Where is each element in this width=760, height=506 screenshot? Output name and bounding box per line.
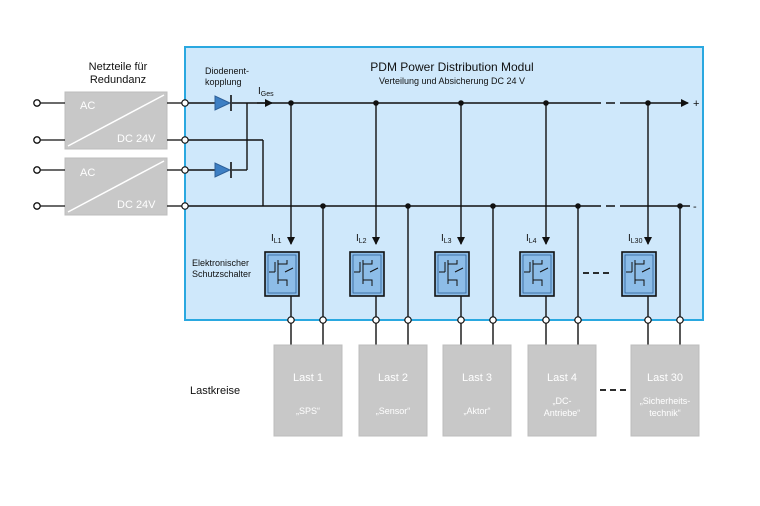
channel-1: IL1 [264, 100, 327, 345]
load-description: „Aktor“ [464, 406, 491, 416]
load-name: Last 2 [378, 372, 408, 384]
load-box [442, 344, 512, 437]
return-terminal [489, 316, 497, 324]
channel-current-label: IL4 [526, 233, 537, 245]
channel-2: IL2 [349, 100, 412, 345]
breaker-inner-frame [352, 254, 382, 294]
channel-3: IL3 [434, 100, 497, 345]
transistor-symbol [626, 260, 651, 286]
load-description: „Sicherheits- [640, 396, 691, 406]
power-supply-1: AC DC 24V [64, 91, 168, 150]
module-input-terminals [181, 99, 189, 210]
channel-5: IL30 [621, 100, 684, 345]
load-3: Last 3 „Aktor“ [442, 344, 512, 437]
diode-label-line1: Diodenent- [205, 66, 249, 76]
psu2-ac-label: AC [80, 167, 95, 179]
decoupling-diode-1 [214, 95, 232, 111]
load-name: Last 30 [647, 372, 683, 384]
minus-rail-symbol: - [693, 201, 697, 213]
breaker-label-line1: Elektronischer [192, 258, 249, 268]
electronic-breaker [434, 251, 470, 297]
return-terminal [319, 316, 327, 324]
channel-current-label: IL2 [356, 233, 367, 245]
psu1-dc-label: DC 24V [117, 133, 156, 145]
loads-section-label: Lastkreise [190, 385, 240, 397]
diode-label-line2: kopplung [205, 77, 242, 87]
output-terminal [644, 316, 652, 324]
electronic-breaker [519, 251, 555, 297]
load-description: „Sensor“ [376, 406, 411, 416]
load-2: Last 2 „Sensor“ [358, 344, 428, 437]
load-5: Last 30 „Sicherheits-technik“ [630, 344, 700, 437]
load-box [630, 344, 700, 437]
load-name: Last 3 [462, 372, 492, 384]
power-supply-2: AC DC 24V [64, 157, 168, 216]
psu-title-line1: Netzteile für [89, 61, 148, 73]
load-box [527, 344, 597, 437]
breaker-inner-frame [267, 254, 297, 294]
channel-current-label: IL30 [628, 233, 643, 245]
transistor-symbol [524, 260, 549, 286]
output-terminal [372, 316, 380, 324]
electronic-breaker [264, 251, 300, 297]
load-description-line2: Antriebe“ [544, 408, 581, 418]
return-terminal [574, 316, 582, 324]
transistor-symbol [354, 260, 379, 286]
load-4: Last 4 „DC- Antriebe“ [527, 344, 597, 437]
load-name: Last 1 [293, 372, 323, 384]
psu1-ac-label: AC [80, 100, 95, 112]
breaker-label-line2: Schutzschalter [192, 269, 251, 279]
load-circuits: Last 1„SPS“Last 2„Sensor“Last 3„Aktor“La… [273, 344, 700, 437]
plus-rail-symbol: + [693, 98, 699, 110]
channel-current-label: IL3 [441, 233, 452, 245]
output-terminal [287, 316, 295, 324]
channels: IL1 IL2 IL3 IL4 IL30 [264, 100, 684, 345]
load-name: Last 4 [547, 372, 577, 384]
transistor-symbol [269, 260, 294, 286]
current-total-label: IGes [258, 86, 274, 98]
return-terminal [404, 316, 412, 324]
transistor-symbol [439, 260, 464, 286]
breaker-inner-frame [437, 254, 467, 294]
output-terminal [457, 316, 465, 324]
load-1: Last 1 „SPS“ [273, 344, 343, 437]
electronic-breaker [621, 251, 657, 297]
load-description: „DC- [553, 396, 572, 406]
ac-input-wires [33, 99, 65, 210]
electronic-breaker [349, 251, 385, 297]
output-terminal [542, 316, 550, 324]
breaker-inner-frame [522, 254, 552, 294]
psu-title-line2: Redundanz [90, 74, 146, 86]
return-terminal [676, 316, 684, 324]
load-box [358, 344, 428, 437]
dc-output-wires [167, 102, 182, 207]
load-description: „SPS“ [296, 406, 320, 416]
module-subtitle: Verteilung und Absicherung DC 24 V [379, 76, 525, 86]
channel-current-label: IL1 [271, 233, 282, 245]
decoupling-diode-2 [214, 162, 232, 178]
channel-4: IL4 [519, 100, 582, 345]
load-box [273, 344, 343, 437]
load-description-line2: technik“ [649, 408, 681, 418]
breaker-inner-frame [624, 254, 654, 294]
module-title: PDM Power Distribution Modul [370, 60, 533, 74]
psu2-dc-label: DC 24V [117, 199, 156, 211]
